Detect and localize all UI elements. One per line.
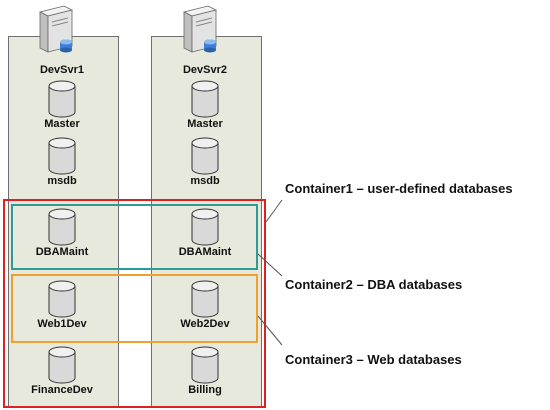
container1-box [3, 199, 266, 408]
server-name: DevSvr2 [182, 64, 228, 76]
container3-connector [257, 315, 283, 346]
database-label: Master [44, 118, 80, 130]
database-label: Billing [188, 384, 222, 396]
database-node: Master [12, 80, 112, 130]
database-icon [48, 346, 76, 384]
container2-box [11, 204, 258, 270]
database-label: DBAMaint [178, 246, 232, 258]
database-icon [48, 208, 76, 246]
database-icon [191, 80, 219, 118]
database-label: FinanceDev [31, 384, 93, 396]
database-label: Web1Dev [37, 318, 87, 330]
container1-connector [265, 199, 283, 223]
database-label: Master [187, 118, 223, 130]
database-node: Web2Dev [155, 280, 255, 330]
database-icon [191, 208, 219, 246]
database-label: msdb [47, 175, 77, 187]
database-icon [191, 346, 219, 384]
database-icon [48, 137, 76, 175]
container3-label: Container3 – Web databases [285, 352, 462, 367]
database-node: DBAMaint [155, 208, 255, 258]
container1-label: Container1 – user-defined databases [285, 181, 513, 196]
database-label: msdb [190, 175, 220, 187]
database-icon [191, 137, 219, 175]
server-icon [182, 5, 218, 53]
container2-connector [257, 253, 283, 277]
database-label: DBAMaint [35, 246, 89, 258]
container2-label: Container2 – DBA databases [285, 277, 463, 292]
container3-box [11, 274, 258, 343]
database-node: msdb [155, 137, 255, 187]
database-node: Billing [155, 346, 255, 396]
server-name: DevSvr1 [39, 64, 85, 76]
server-label: DevSvr1 [12, 64, 112, 76]
database-icon [48, 280, 76, 318]
server-label: DevSvr2 [155, 64, 255, 76]
database-icon [48, 80, 76, 118]
database-node: DBAMaint [12, 208, 112, 258]
database-label: Web2Dev [180, 318, 230, 330]
database-node: FinanceDev [12, 346, 112, 396]
database-node: Web1Dev [12, 280, 112, 330]
server-icon [38, 5, 74, 53]
database-node: Master [155, 80, 255, 130]
database-node: msdb [12, 137, 112, 187]
database-icon [191, 280, 219, 318]
